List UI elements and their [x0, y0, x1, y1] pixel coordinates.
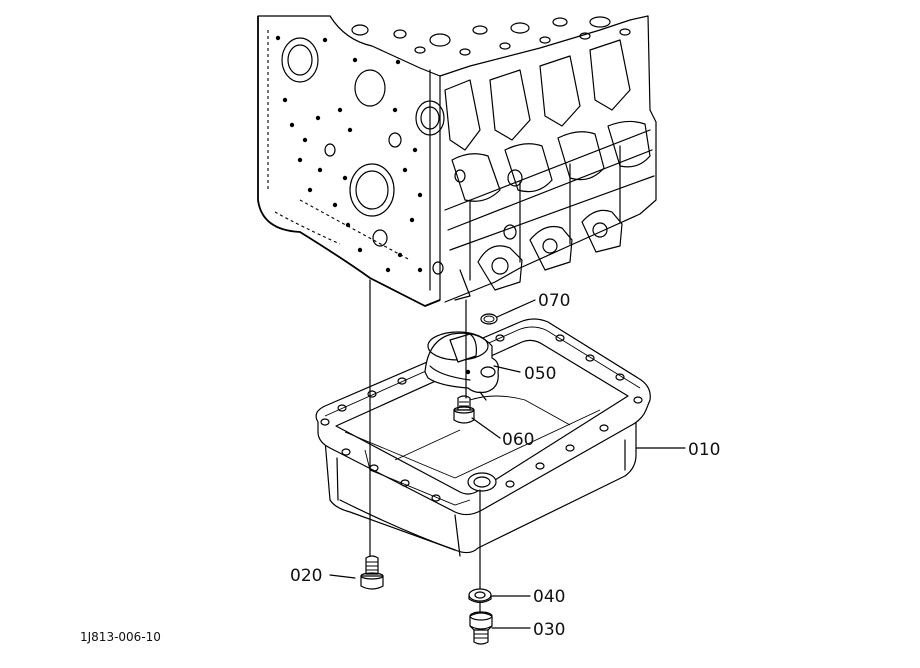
oil-pan: [315, 318, 651, 557]
oil-strainer: [424, 331, 499, 401]
label-020: 020: [290, 566, 322, 586]
label-030: 030: [533, 620, 565, 640]
o-ring: [480, 313, 498, 325]
drain-plug: [469, 611, 493, 645]
diagram-reference-code: 1J813-006-10: [80, 630, 161, 644]
label-040: 040: [533, 587, 565, 607]
label-070: 070: [538, 291, 570, 311]
label-060: 060: [502, 430, 534, 450]
drain-washer: [468, 588, 492, 604]
strainer-bolt: [453, 395, 475, 424]
label-010: 010: [688, 440, 720, 460]
pan-bolt: [360, 555, 384, 590]
label-050: 050: [524, 364, 556, 384]
leader-lines: [329, 279, 686, 629]
engine-block: [257, 15, 657, 307]
